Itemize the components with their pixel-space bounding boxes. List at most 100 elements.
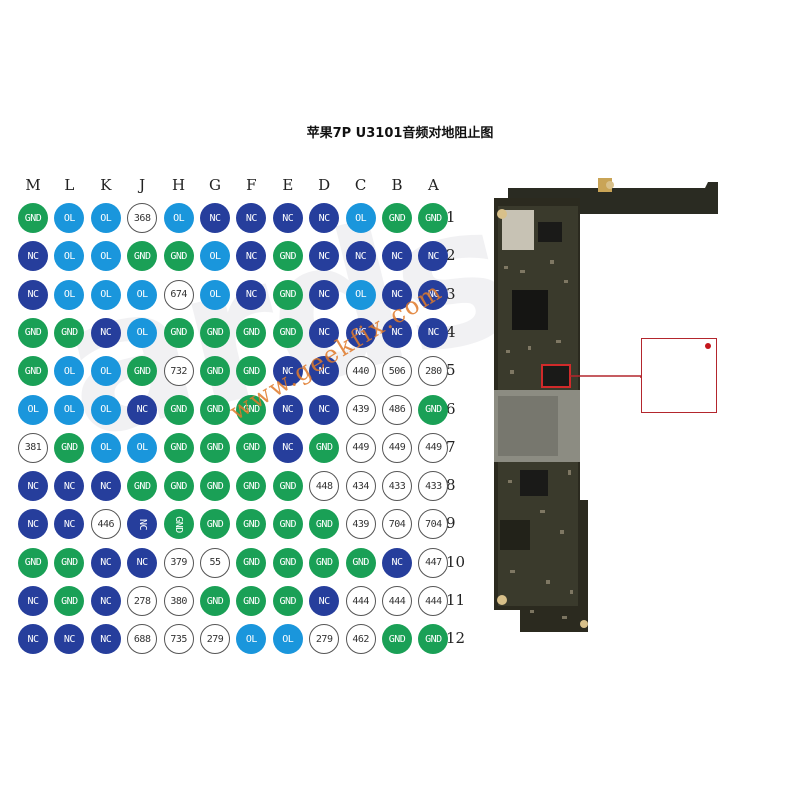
ball-pad: GND xyxy=(418,203,449,233)
ball-pad: GND xyxy=(163,509,194,540)
ball-pad-value: GND xyxy=(173,516,185,533)
ball-pad-value: OL xyxy=(63,212,76,224)
ball-pad: GND xyxy=(272,241,303,272)
ball-pad: 279 xyxy=(200,624,230,655)
ball-pad: GND xyxy=(18,356,48,387)
ball-pad: NC xyxy=(90,547,121,578)
ball-pad: OL xyxy=(127,317,158,348)
ball-pad: 379 xyxy=(163,547,194,578)
ball-pad-value: OL xyxy=(136,289,149,301)
ball-pad: NC xyxy=(90,624,121,655)
ball-pad-value: OL xyxy=(355,289,367,301)
ball-pad-value: NC xyxy=(100,480,112,492)
ball-pad: GND xyxy=(200,586,230,616)
row-label: 7 xyxy=(446,437,456,456)
ball-pad: GND xyxy=(18,317,48,348)
ball-pad-value: GND xyxy=(279,327,297,339)
ball-pad: OL xyxy=(127,279,158,310)
ball-pad-value: NC xyxy=(100,557,112,569)
ball-pad-value: GND xyxy=(243,365,260,377)
ball-pad-value: GND xyxy=(315,442,333,454)
ball-pad: 462 xyxy=(345,624,376,655)
ball-pad: 444 xyxy=(382,586,412,616)
ball-pad-value: NC xyxy=(282,365,294,377)
ball-pad-value: NC xyxy=(318,212,331,224)
ball-pad: NC xyxy=(309,203,340,233)
row-label: 8 xyxy=(446,476,456,495)
ball-pad: NC xyxy=(200,203,230,233)
ball-pad-value: NC xyxy=(427,327,440,339)
ball-pad: GND xyxy=(54,586,85,616)
ball-pad-value: NC xyxy=(318,595,331,607)
ball-pad-value: 449 xyxy=(388,442,406,454)
ball-pad: NC xyxy=(272,203,303,233)
ball-pad-value: GND xyxy=(24,327,42,339)
ball-pad: NC xyxy=(382,279,412,310)
ball-pad-value: OL xyxy=(355,212,367,224)
ball-pad: GND xyxy=(382,624,412,655)
ball-pad-value: GND xyxy=(24,365,42,377)
ball-pad-value: GND xyxy=(61,327,78,339)
ball-pad-value: OL xyxy=(27,404,39,415)
ball-pad-value: 279 xyxy=(315,633,333,645)
ball-pad: NC xyxy=(236,279,267,310)
ball-pad-value: NC xyxy=(282,404,294,415)
ball-pad: NC xyxy=(309,241,340,272)
ball-pad-value: GND xyxy=(206,480,224,492)
ball-pad: NC xyxy=(272,394,303,425)
ball-pad: 486 xyxy=(382,394,412,425)
ball-pad: GND xyxy=(200,471,230,502)
ball-pad: 279 xyxy=(309,624,340,655)
ball-pad: GND xyxy=(309,509,340,540)
ball-pad: 280 xyxy=(418,356,449,387)
ball-pad-value: GND xyxy=(243,595,260,607)
ball-pad: NC xyxy=(54,471,85,502)
ball-pad: OL xyxy=(54,203,85,233)
ball-pad-value: OL xyxy=(63,250,76,262)
board-chip-highlight xyxy=(541,364,571,388)
ball-pad-value: GND xyxy=(243,404,260,415)
ball-pad: NC xyxy=(54,624,85,655)
ball-pad-value: 449 xyxy=(352,442,369,454)
ball-pad: 674 xyxy=(163,279,194,310)
ball-pad: 278 xyxy=(127,586,158,616)
ball-pad-value: 434 xyxy=(352,480,369,492)
ball-pad: GND xyxy=(163,317,194,348)
ball-pad-value: GND xyxy=(133,480,151,492)
row-label: 1 xyxy=(446,208,456,226)
ball-pad-value: GND xyxy=(206,518,224,530)
ball-pad: GND xyxy=(345,547,376,578)
ball-pad-value: GND xyxy=(352,557,369,569)
ball-pad: NC xyxy=(309,317,340,348)
ball-pad-value: 444 xyxy=(425,595,442,607)
board-screw-hole xyxy=(497,209,507,219)
ball-pad-value: GND xyxy=(279,289,297,301)
pin1-marker-dot xyxy=(705,343,711,349)
ball-pad: GND xyxy=(200,317,230,348)
ball-pad: 434 xyxy=(345,471,376,502)
ball-pad: OL xyxy=(90,279,121,310)
column-label: H xyxy=(172,176,186,194)
ball-pad: OL xyxy=(90,241,121,272)
ball-pad-value: GND xyxy=(243,442,260,454)
ball-pad: GND xyxy=(54,432,85,463)
ball-pad-value: NC xyxy=(245,250,258,262)
ball-pad-value: NC xyxy=(282,442,294,454)
ball-pad: NC xyxy=(90,317,121,348)
ball-pad: NC xyxy=(18,471,48,502)
ball-pad-value: NC xyxy=(100,595,112,607)
ball-pad-value: NC xyxy=(136,518,148,530)
row-label: 2 xyxy=(446,246,456,265)
ball-pad: NC xyxy=(382,241,412,272)
ball-pad-value: GND xyxy=(315,518,333,530)
ball-pad-value: GND xyxy=(170,442,187,454)
ball-pad: OL xyxy=(90,203,121,233)
ball-pad-value: NC xyxy=(318,250,331,262)
ball-pad: NC xyxy=(54,509,85,540)
ball-pad: NC xyxy=(18,509,48,540)
ball-pad-value: OL xyxy=(209,289,221,301)
ball-pad-value: GND xyxy=(279,250,297,262)
ball-pad-value: NC xyxy=(100,327,112,339)
ball-pad-value: GND xyxy=(61,595,78,607)
column-label: D xyxy=(318,176,331,194)
